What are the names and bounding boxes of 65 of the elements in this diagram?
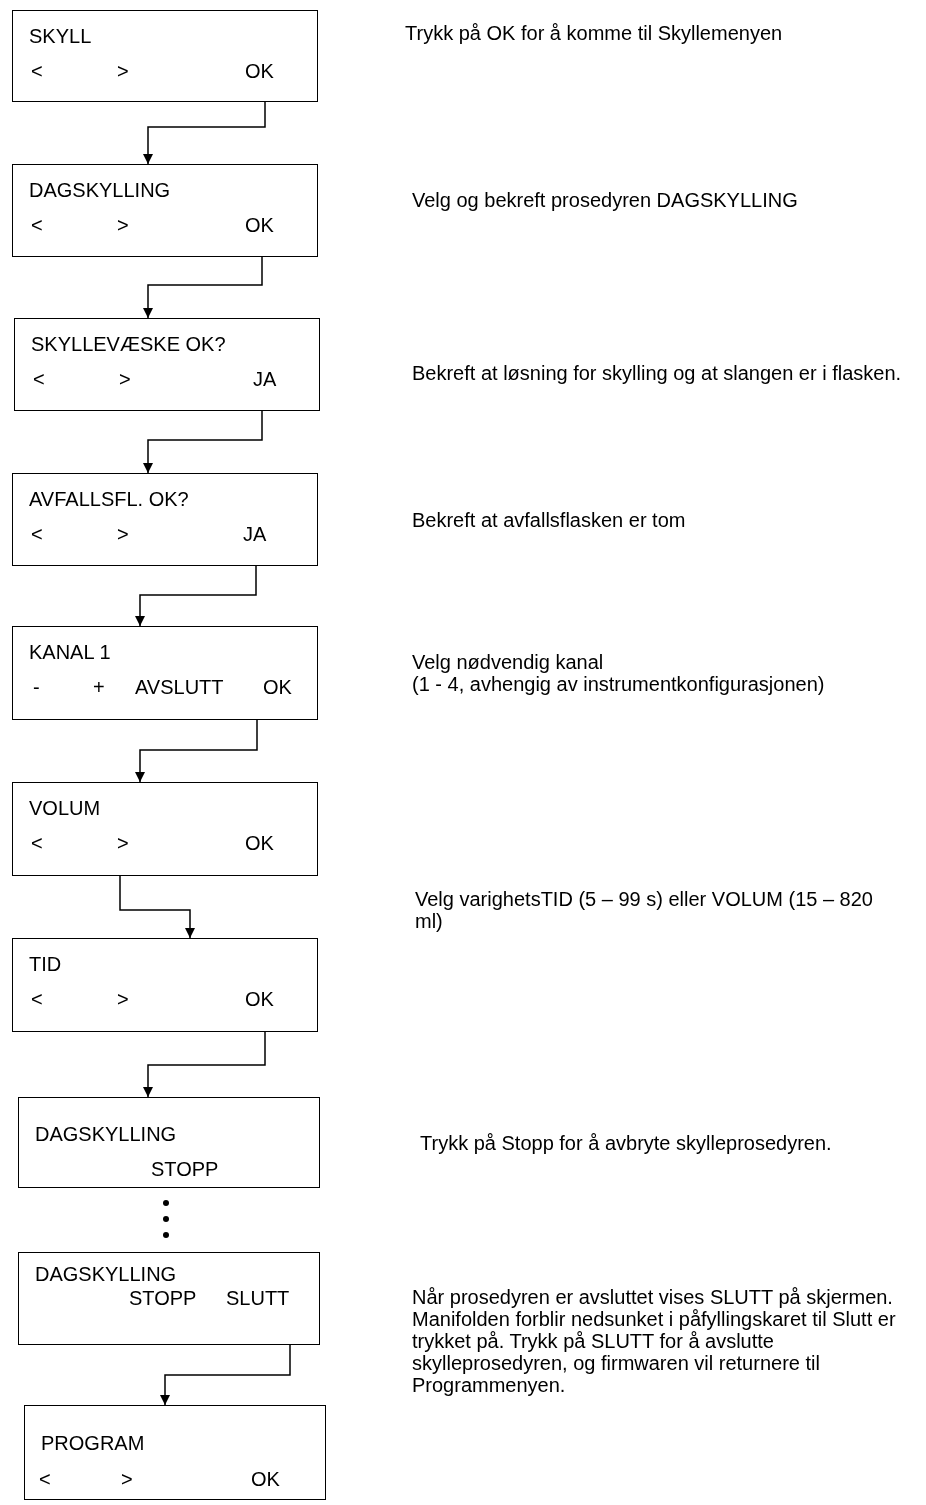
display-screen bbox=[18, 1252, 320, 1345]
display-screen bbox=[12, 10, 318, 102]
softkey-label: OK bbox=[245, 831, 274, 855]
instruction-text: Bekreft at løsning for skylling og at slangen er i flasken. bbox=[412, 362, 903, 384]
arrow bbox=[119, 875, 195, 939]
arrow bbox=[143, 256, 263, 319]
screen-title: AVFALLSFL. OK? bbox=[29, 487, 189, 511]
instruction-text: Velg og bekreft prosedyren DAGSKYLLING bbox=[412, 189, 799, 211]
arrow bbox=[143, 410, 263, 474]
softkey-label: > bbox=[117, 59, 129, 83]
softkey-label: < bbox=[31, 987, 43, 1011]
arrow bbox=[160, 1344, 291, 1406]
arrow bbox=[143, 1031, 266, 1098]
screen-title: KANAL 1 bbox=[29, 640, 111, 664]
instruction-text: (1 - 4, avhengig av instrumentkonfigurasjonen) bbox=[412, 673, 826, 695]
display-screen bbox=[18, 1097, 320, 1188]
display-screen bbox=[12, 164, 318, 257]
softkey-label: > bbox=[117, 213, 129, 237]
softkey-label: - bbox=[33, 675, 40, 699]
softkey-label: STOPP bbox=[129, 1286, 197, 1310]
softkey-label: > bbox=[117, 522, 129, 546]
softkey-label: > bbox=[119, 367, 131, 391]
softkey-label: < bbox=[31, 213, 43, 237]
screen-title: SKYLL bbox=[29, 24, 92, 48]
softkey-label: < bbox=[33, 367, 45, 391]
instruction-text: Velg varighetsTID (5 – 99 s) eller VOLUM (15 – 820 ml) bbox=[415, 888, 874, 932]
softkey-label: OK bbox=[251, 1467, 280, 1491]
screen-title: DAGSKYLLING bbox=[29, 178, 171, 202]
instruction-text: Velg nødvendig kanal bbox=[412, 651, 605, 673]
softkey-label: OK bbox=[245, 987, 274, 1011]
softkey-label: > bbox=[121, 1467, 133, 1491]
display-screen bbox=[12, 938, 318, 1032]
display-screen bbox=[24, 1405, 326, 1500]
screen-title: PROGRAM bbox=[41, 1431, 145, 1455]
softkey-label: OK bbox=[263, 675, 292, 699]
screen-title: SKYLLEVÆSKE OK? bbox=[31, 332, 226, 356]
softkey-label: SLUTT bbox=[226, 1286, 290, 1310]
display-screen bbox=[12, 782, 318, 876]
softkey-label: + bbox=[93, 675, 105, 699]
softkey-label: > bbox=[117, 987, 129, 1011]
display-screen bbox=[12, 473, 318, 566]
display-screen bbox=[14, 318, 320, 411]
softkey-label: < bbox=[39, 1467, 51, 1491]
softkey-label: STOPP bbox=[151, 1157, 219, 1181]
arrow bbox=[143, 101, 266, 165]
arrow bbox=[135, 565, 257, 627]
screen-title: VOLUM bbox=[29, 796, 101, 820]
softkey-label: < bbox=[31, 522, 43, 546]
instruction-text: Trykk på OK for å komme til Skyllemenyen bbox=[405, 22, 784, 44]
display-screen bbox=[12, 626, 318, 720]
softkey-label: JA bbox=[253, 367, 277, 391]
softkey-label: > bbox=[117, 831, 129, 855]
instruction-text: Trykk på Stopp for å avbryte skylleprosedyren. bbox=[420, 1132, 833, 1154]
arrow bbox=[135, 719, 258, 783]
screen-title: DAGSKYLLING bbox=[35, 1262, 177, 1286]
screen-title: TID bbox=[29, 952, 62, 976]
softkey-label: < bbox=[31, 59, 43, 83]
softkey-label: AVSLUTT bbox=[135, 675, 224, 699]
softkey-label: OK bbox=[245, 59, 274, 83]
softkey-label: OK bbox=[245, 213, 274, 237]
instruction-text: Når prosedyren er avsluttet vises SLUTT på skjermen. Manifolden forblir nedsunket i påfyllingskaret til Slutt er trykket på. Trykk på SLUTT for å avslutte skylleprosedyren, og firmwaren vil returnere til Programmenyen. bbox=[412, 1286, 897, 1396]
softkey-label: JA bbox=[243, 522, 267, 546]
softkey-label: < bbox=[31, 831, 43, 855]
instruction-text: Bekreft at avfallsflasken er tom bbox=[412, 509, 687, 531]
screen-title: DAGSKYLLING bbox=[35, 1122, 177, 1146]
